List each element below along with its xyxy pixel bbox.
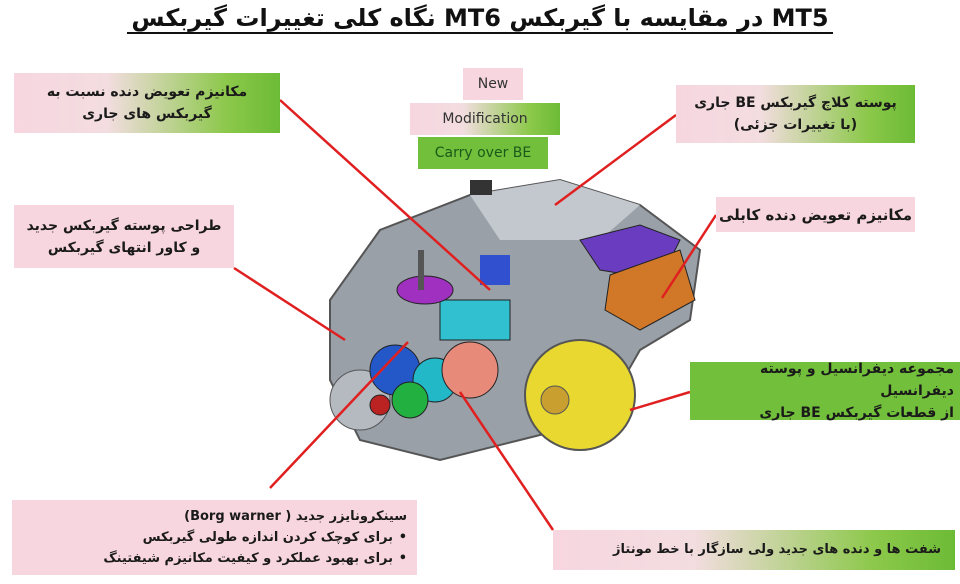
label-line: (با تغییرات جزئی)	[733, 117, 858, 133]
callout-arrows	[233, 99, 718, 531]
bullet-item: برای بهبود عملکرد و کیفیت مکانیزم شیفتین…	[12, 548, 407, 569]
legend-new: New	[463, 68, 523, 100]
label-differential: مجموعه دیفرانسیل و پوسته دیفرانسیل از قط…	[690, 361, 960, 421]
shift-mechanism-parts	[579, 224, 696, 331]
page-title: نگاه کلی تغییرات گیربکس MT6 در مقایسه با…	[0, 4, 960, 34]
label-line: و کاور انتهای گیربکس	[47, 239, 201, 256]
label-synchronizer: سینکرونایزر جدید ( Borg warner) برای کوچ…	[12, 500, 417, 575]
differential-cover	[524, 339, 636, 451]
label-line: از قطعات گیربکس BE جاری	[759, 405, 954, 421]
label-line: مکانیزم تعویض دنده نسبت به	[46, 84, 248, 100]
legend-modification: Modification	[410, 103, 560, 135]
label-clutch-housing: پوسته کلاچ گیربکس BE جاری (با تغییرات جز…	[676, 85, 915, 143]
label-heading: سینکرونایزر جدید ( Borg warner)	[184, 509, 407, 524]
label-line: پوسته کلاچ گیربکس BE جاری	[694, 95, 897, 111]
label-line: گیربکس های جاری	[82, 106, 212, 122]
label-cable-shift: مکانیزم تعویض دنده کابلی	[716, 197, 915, 232]
legend-carry-over: Carry over BE	[418, 137, 548, 169]
label-shafts: شفت ها و دنده های جدید ولی سازگار با خط …	[553, 530, 955, 570]
bullet-item: برای کوچک کردن اندازه طولی گیربکس	[12, 527, 407, 548]
label-shift-mechanism: مکانیزم تعویض دنده نسبت به گیربکس های جا…	[14, 73, 280, 133]
label-line: مجموعه دیفرانسیل و پوسته دیفرانسیل	[759, 361, 954, 399]
gears	[369, 250, 511, 419]
bullet-list: برای کوچک کردن اندازه طولی گیربکس برای ب…	[12, 527, 407, 569]
label-housing-design: طراحی پوسته گیربکس جدید و کاور انتهای گی…	[14, 205, 234, 268]
label-line: طراحی پوسته گیربکس جدید	[26, 217, 222, 234]
